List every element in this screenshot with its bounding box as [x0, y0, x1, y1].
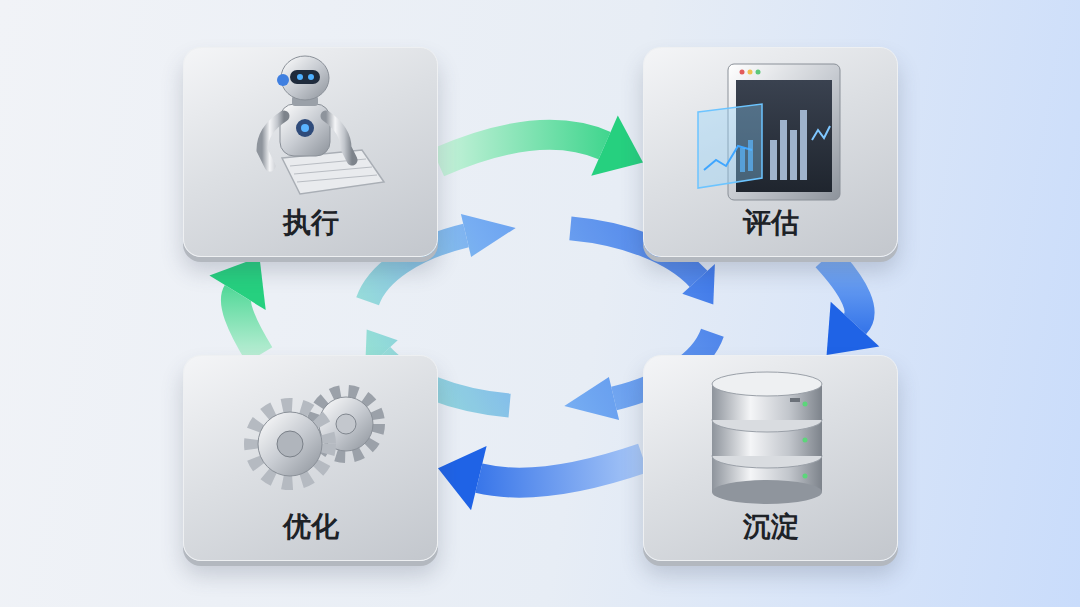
process-box: 沉淀 [643, 355, 898, 561]
arrow-head [827, 302, 880, 355]
flow-arrow [438, 446, 643, 510]
flow-arrow [827, 257, 880, 355]
arrow-body [438, 135, 605, 163]
flow-arrow [209, 257, 265, 355]
process-box: 优化 [183, 355, 438, 561]
dashboard-icon [698, 64, 840, 200]
process-box: 执行 [183, 47, 438, 257]
robot-icon [262, 56, 384, 194]
step-label: 优化 [283, 510, 339, 544]
database-icon [712, 372, 822, 504]
arrow-head [209, 257, 265, 310]
gears-icon [252, 392, 378, 482]
arrow-head [591, 115, 643, 175]
step-label: 沉淀 [743, 510, 799, 544]
process-box: 评估 [643, 47, 898, 257]
arrow-head [438, 446, 487, 510]
step-label: 评估 [743, 206, 799, 240]
flow-arrow [438, 115, 643, 175]
step-label: 执行 [283, 206, 339, 240]
arrow-body [479, 458, 643, 483]
